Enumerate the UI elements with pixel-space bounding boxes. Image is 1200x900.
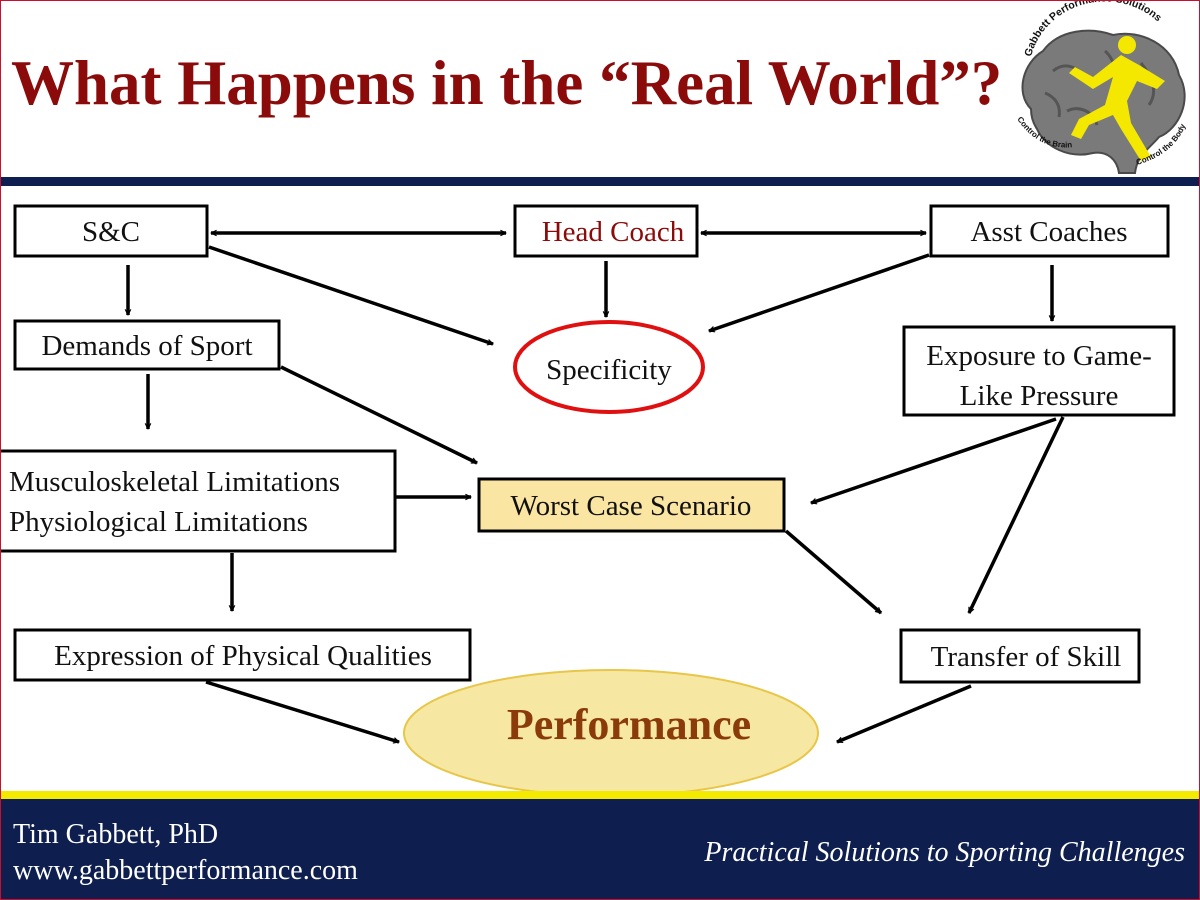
node-head-coach-label: Head Coach	[542, 216, 685, 248]
node-performance-label: Performance	[507, 700, 751, 749]
node-exposure-line1: Exposure to Game-	[926, 340, 1152, 372]
arrow-asst-specificity	[709, 253, 930, 333]
node-sc-label: S&C	[82, 216, 140, 248]
arrow-sc-specificity	[208, 245, 493, 346]
footer-author: Tim Gabbett, PhD	[13, 819, 219, 850]
arrow-worstcase-transfer	[784, 529, 883, 615]
node-worst-case-label: Worst Case Scenario	[511, 490, 752, 522]
runner-figure-icon	[1069, 36, 1165, 161]
node-transfer: Transfer of Skill	[899, 628, 1141, 684]
node-exposure-line2: Like Pressure	[960, 380, 1119, 412]
node-exposure: Exposure to Game- Like Pressure	[902, 325, 1176, 417]
node-limitations-line1: Musculoskeletal Limitations	[9, 466, 340, 498]
footer-tagline: Practical Solutions to Sporting Challeng…	[704, 837, 1185, 868]
node-limitations-line2: Physiological Limitations	[9, 506, 308, 538]
node-expression: Expression of Physical Qualities	[13, 628, 472, 682]
arrow-exposure-transfer	[967, 416, 1065, 613]
node-demands-label: Demands of Sport	[41, 330, 252, 362]
footer: Tim Gabbett, PhD www.gabbettperformance.…	[1, 799, 1199, 899]
node-transfer-label: Transfer of Skill	[931, 641, 1122, 673]
arrow-exposure-worstcase	[811, 417, 1057, 505]
node-asst-coaches: Asst Coaches	[929, 204, 1170, 258]
node-asst-coaches-label: Asst Coaches	[970, 216, 1127, 248]
node-performance: Performance	[403, 669, 819, 791]
arrow-demands-worstcase	[280, 365, 477, 465]
node-worst-case: Worst Case Scenario	[477, 477, 786, 533]
node-sc: S&C	[13, 204, 209, 258]
node-specificity: Specificity	[513, 320, 705, 414]
arrows	[128, 233, 1065, 744]
footer-website-link[interactable]: www.gabbettperformance.com	[13, 855, 358, 886]
footer-accent-stripe	[1, 791, 1199, 799]
node-demands-of-sport: Demands of Sport	[13, 319, 281, 371]
node-head-coach: Head Coach	[513, 204, 699, 258]
gabbett-logo: Gabbett Performance Solutions Control th…	[1015, 1, 1188, 174]
node-expression-label: Expression of Physical Qualities	[54, 640, 432, 672]
arrow-transfer-performance	[837, 684, 972, 744]
flow-diagram: .arrow { stroke: #000000; stroke-width: …	[1, 204, 1176, 791]
node-limitations: Musculoskeletal Limitations Physiologica…	[1, 449, 397, 553]
header-divider	[1, 177, 1199, 186]
slide-title: What Happens in the “Real World”?	[11, 48, 1003, 118]
node-specificity-label: Specificity	[546, 354, 672, 386]
arrow-expression-performance	[205, 680, 399, 744]
